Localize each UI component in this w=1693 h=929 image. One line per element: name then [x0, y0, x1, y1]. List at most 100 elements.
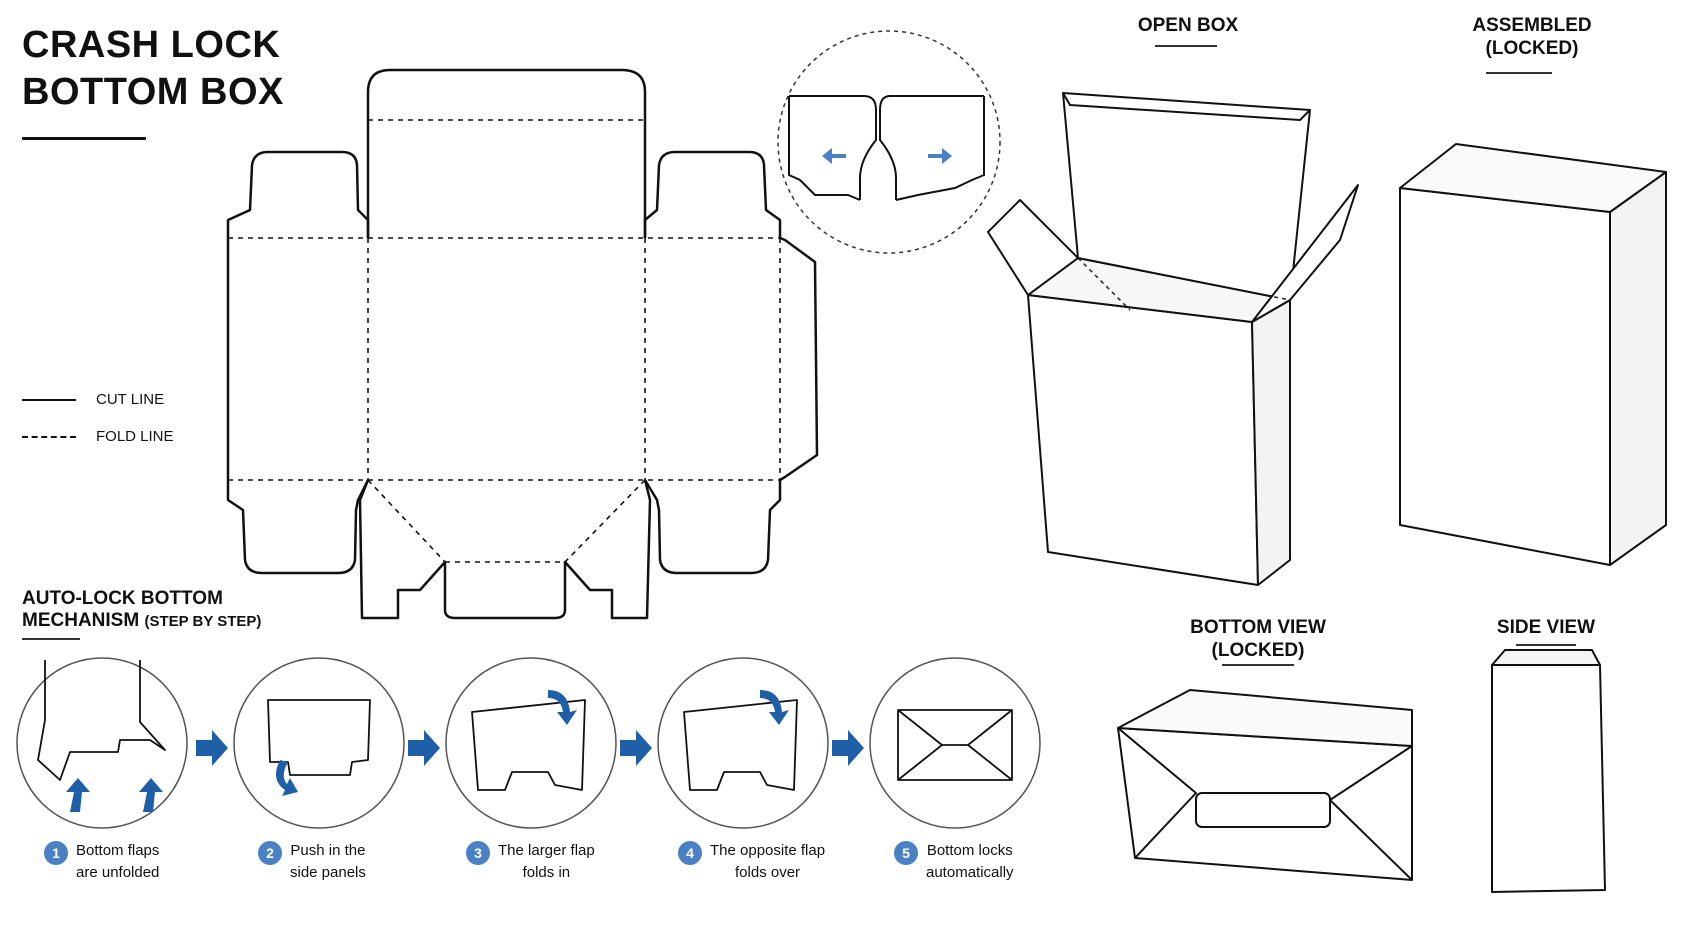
step-2-line-2: side panels: [290, 864, 366, 881]
step-circles: [16, 657, 1041, 829]
open-box-right-flap: [1251, 184, 1359, 323]
bottom-view-lock-tab: [1195, 792, 1331, 828]
step-3-sketch: [471, 699, 586, 791]
glue-flap: [779, 236, 819, 482]
fold-line-sample: [22, 435, 76, 438]
top-panel-edges: [366, 120, 647, 238]
right-dust-flap: [643, 150, 782, 238]
step-action-arrows: [66, 690, 789, 812]
lock-detail-outline: [789, 95, 984, 200]
open-box-title: OPEN BOX: [1098, 14, 1278, 37]
bottom-view-title-line-1: BOTTOM VIEW: [1190, 617, 1326, 638]
step-1-up-arrow-right-icon: [139, 778, 163, 812]
lock-detail-magnifier: [777, 30, 1001, 254]
legend-fold-line: FOLD LINE: [22, 428, 174, 445]
step-2-circle: [233, 657, 405, 829]
bottom-view-title: BOTTOM VIEW (LOCKED): [1158, 616, 1358, 662]
side-view-title: SIDE VIEW: [1466, 616, 1626, 639]
mechanism-heading-line-1: AUTO-LOCK BOTTOM: [22, 588, 223, 609]
side-view-title-text: SIDE VIEW: [1496, 617, 1596, 638]
top-tuck-flap: [366, 68, 647, 120]
right-bottom-flap: [643, 479, 782, 575]
mechanism-heading-main: MECHANISM: [22, 610, 140, 631]
side-view-panel: [1491, 664, 1606, 893]
step-3-line-1: The larger flap: [498, 842, 595, 859]
connector-arrow-4-icon: [832, 730, 864, 766]
title-underline: [22, 137, 146, 140]
assembled-box-illustration: [1399, 143, 1667, 566]
step-4-sketch: [683, 699, 798, 791]
dieline-fold-lines: [228, 119, 781, 563]
step-3-label: 3 The larger flap folds in: [466, 840, 595, 884]
step-1-line-1: Bottom flaps: [76, 842, 160, 859]
cut-line-sample: [22, 398, 76, 401]
step-sketches: [37, 660, 1013, 791]
step-4-circle: [657, 657, 829, 829]
step-3-circle: [445, 657, 617, 829]
assembled-title-line-2: (LOCKED): [1485, 38, 1579, 59]
assembled-title: ASSEMBLED (LOCKED): [1432, 14, 1632, 60]
bottom-view-top: [1117, 689, 1413, 747]
step-1-line-2: are unfolded: [76, 864, 160, 881]
step-1-text: Bottom flaps are unfolded: [76, 840, 159, 884]
step-3-curved-arrow-icon: [548, 690, 577, 725]
connector-arrow-3-icon: [620, 730, 652, 766]
cut-line-label: CUT LINE: [96, 391, 165, 408]
step-1-label: 1 Bottom flaps are unfolded: [44, 840, 159, 884]
step-1-circle: [16, 657, 188, 829]
connector-arrow-2-icon: [408, 730, 440, 766]
bottom-view-illustration: [1117, 689, 1413, 881]
assembled-title-line-1: ASSEMBLED: [1472, 15, 1592, 36]
step-1-badge: 1: [44, 841, 68, 865]
step-4-curved-arrow-icon: [760, 690, 789, 725]
left-dust-flap: [226, 150, 370, 238]
mechanism-heading-line-2: MECHANISM (STEP BY STEP): [22, 610, 261, 633]
assembled-front: [1399, 187, 1611, 566]
fold-crash-lock: [367, 479, 646, 563]
side-view-top: [1491, 649, 1601, 666]
side-view-title-rule: [1516, 644, 1576, 646]
page-title: CRASH LOCK BOTTOM BOX: [22, 22, 284, 116]
assembled-side: [1609, 171, 1667, 566]
assembled-title-rule: [1486, 72, 1552, 74]
mechanism-heading-sub: (STEP BY STEP): [144, 613, 262, 630]
step-2-text: Push in the side panels: [290, 840, 366, 884]
fold-verticals: [367, 238, 646, 480]
step-4-badge: 4: [678, 841, 702, 865]
mechanism-heading: AUTO-LOCK BOTTOM MECHANISM (STEP BY STEP…: [22, 588, 261, 633]
title-line-2: BOTTOM BOX: [22, 71, 284, 113]
step-5-line-2: automatically: [926, 864, 1014, 881]
step-4-text: The opposite flap folds over: [710, 840, 825, 884]
crash-lock-flaps: [358, 479, 652, 620]
lock-detail-tabs: [788, 96, 985, 201]
step-5-sketch: [897, 709, 1013, 781]
connector-arrow-1-icon: [196, 730, 228, 766]
mechanism-heading-rule: [22, 638, 80, 640]
open-box-title-text: OPEN BOX: [1137, 15, 1239, 36]
arrow-left-icon: [822, 148, 832, 164]
magnifier-circle: [777, 30, 1001, 254]
step-3-badge: 3: [466, 841, 490, 865]
step-5-line-1: Bottom locks: [926, 842, 1013, 859]
step-4-line-2: folds over: [735, 864, 801, 881]
legend-cut-line: CUT LINE: [22, 391, 164, 408]
open-box-side: [1251, 299, 1291, 586]
step-1-sketch: [37, 660, 166, 781]
step-2-line-1: Push in the: [290, 842, 366, 859]
open-box-front: [1027, 294, 1259, 586]
step-2-label: 2 Push in the side panels: [258, 840, 366, 884]
bottom-view-title-line-2: (LOCKED): [1211, 640, 1305, 661]
open-box-title-rule: [1155, 45, 1217, 47]
step-2-curved-arrow-icon: [276, 760, 298, 796]
step-5-circle: [869, 657, 1041, 829]
fold-line-label: FOLD LINE: [96, 428, 174, 445]
arrow-right-icon: [942, 148, 952, 164]
step-5-badge: 5: [894, 841, 918, 865]
title-line-1: CRASH LOCK: [22, 24, 281, 66]
open-box-illustration: [987, 92, 1359, 586]
side-view-illustration: [1491, 649, 1606, 893]
step-5-label: 5 Bottom locks automatically: [894, 840, 1014, 884]
step-2-sketch: [267, 699, 371, 776]
left-bottom-flap: [226, 479, 370, 575]
